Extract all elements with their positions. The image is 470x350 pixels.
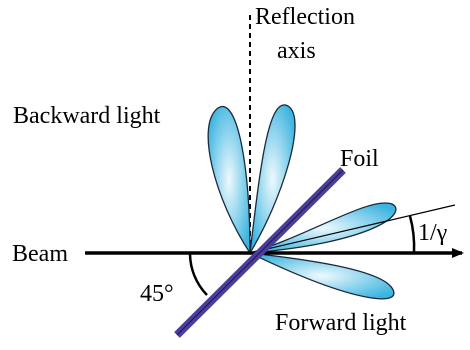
foil-angle-label: 45° xyxy=(140,281,174,307)
foil-angle-arc xyxy=(188,252,208,296)
forward-lobe-upper xyxy=(249,202,397,254)
beam-label: Beam xyxy=(12,241,68,267)
reflection-axis-label-line2: axis xyxy=(277,38,316,64)
cone-angle-label: 1/γ xyxy=(418,220,448,246)
forward-light-label: Forward light xyxy=(275,310,407,336)
cone-angle-line xyxy=(249,204,456,254)
cone-angle-arc xyxy=(408,215,416,254)
backward-light-label: Backward light xyxy=(13,103,161,129)
backward-lobe-left xyxy=(207,105,251,256)
foil-label: Foil xyxy=(340,146,379,172)
reflection-axis-label-line1: Reflection xyxy=(255,4,355,30)
foil-outline xyxy=(176,169,344,336)
backward-lobe-right xyxy=(249,104,296,254)
forward-lobe-lower xyxy=(249,252,395,300)
